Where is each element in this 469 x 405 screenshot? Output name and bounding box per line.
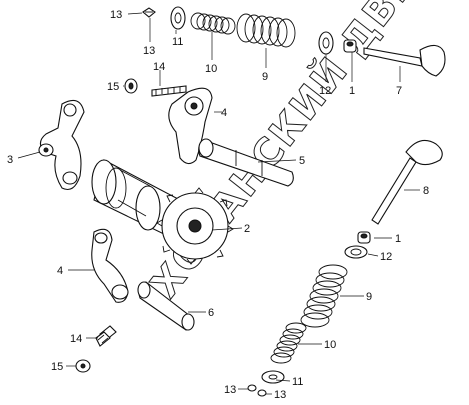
- callout-1-top: 1: [349, 85, 355, 97]
- intake-valve: [371, 139, 443, 225]
- cap-lower: [75, 359, 91, 373]
- spring-retainer-lower: [261, 370, 285, 384]
- rocker-arm-lower: [91, 228, 129, 303]
- callout-1-lower: 1: [395, 233, 401, 245]
- cam-sprocket: [156, 187, 234, 265]
- rocker-arm-upper: [168, 87, 213, 165]
- valve-cotter-lower: [247, 384, 267, 397]
- callout-14-lower: 14: [70, 333, 82, 345]
- callout-13-lower-left: 13: [224, 384, 236, 396]
- exhaust-valve-top: [363, 44, 446, 77]
- callout-2: 2: [244, 223, 250, 235]
- spring-retainer-top: [170, 6, 186, 30]
- callout-11-top: 11: [172, 36, 183, 48]
- callout-7: 7: [396, 85, 402, 97]
- callout-4-lower: 4: [57, 265, 63, 277]
- callout-9-top: 9: [262, 71, 268, 83]
- cap-upper: [124, 78, 138, 94]
- pin-upper: [151, 85, 187, 97]
- rocker-shaft-lower: [137, 281, 195, 331]
- valve-cotter-top: [142, 7, 156, 18]
- callout-9-lower: 9: [366, 291, 372, 303]
- rocker-arm-left: [38, 99, 85, 191]
- spring-seat-top: [318, 31, 334, 55]
- callout-3: 3: [7, 154, 13, 166]
- pin-lower: [95, 325, 117, 347]
- callout-13-top-left: 13: [110, 9, 122, 21]
- outer-spring-lower: [300, 264, 348, 328]
- camshaft: [91, 159, 181, 237]
- outer-spring-top: [236, 13, 296, 48]
- rocker-shaft: [198, 138, 294, 187]
- valve-stem-seal-lower: [357, 231, 371, 244]
- callout-12-top: 12: [319, 85, 331, 97]
- callout-11-lower: 11: [292, 376, 303, 388]
- inner-spring-lower: [270, 322, 307, 364]
- inner-spring-top: [190, 12, 236, 35]
- callout-4-top: 4: [221, 107, 227, 119]
- callout-12-lower: 12: [380, 251, 392, 263]
- callout-8: 8: [423, 185, 429, 197]
- callout-10-lower: 10: [324, 339, 336, 351]
- callout-6: 6: [208, 307, 214, 319]
- callout-14-top: 14: [153, 61, 165, 73]
- callout-13-lower-right: 13: [274, 389, 286, 401]
- callout-13-top: 13: [143, 45, 155, 57]
- leader-lines: [17, 12, 420, 395]
- callout-10-top: 10: [205, 63, 217, 75]
- callout-15-top: 15: [107, 81, 119, 93]
- callouts: 13 13 11 10 9 12 1 7 14 15 4 3 5 8 2 1 1…: [7, 9, 429, 401]
- valve-stem-seal-top: [343, 39, 357, 53]
- callout-15-lower: 15: [51, 361, 63, 373]
- spring-seat-lower: [344, 245, 368, 259]
- callout-5: 5: [299, 155, 305, 167]
